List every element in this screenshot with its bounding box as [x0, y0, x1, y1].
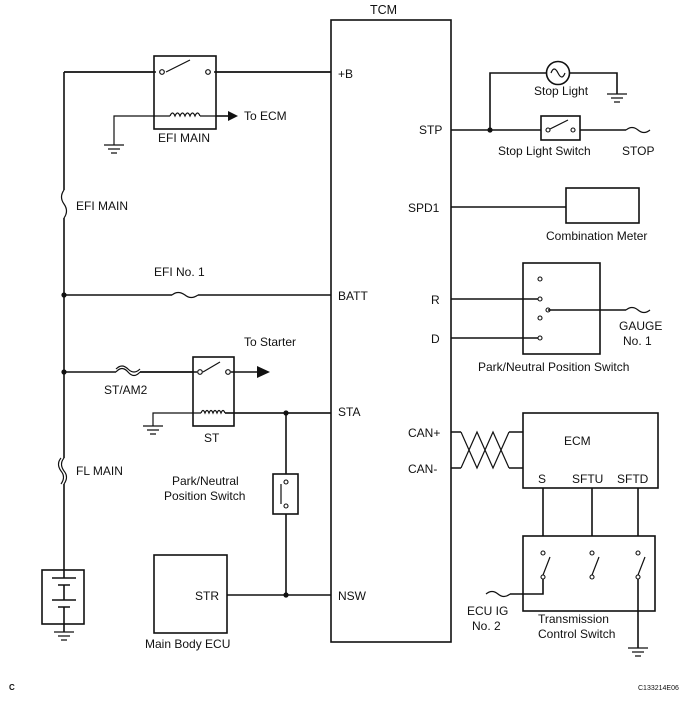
combination-meter-label: Combination Meter [546, 229, 647, 243]
stop-light-switch-label: Stop Light Switch [498, 144, 591, 158]
junction-dot [61, 369, 67, 375]
can-wire-ends [451, 431, 523, 469]
efi-main-coil-wire [113, 115, 216, 145]
ecm-pin-sftu: SFTU [572, 472, 603, 486]
efi-main-coil-symbol [169, 112, 201, 118]
to-ecm-arrow [228, 111, 238, 121]
stop-light-wire [489, 72, 618, 130]
tcs-label-1: Transmission [538, 612, 609, 626]
can-twisted-pair [460, 430, 510, 470]
st-coil-symbol [200, 409, 226, 415]
ecu-ig-label-1: ECU IG [467, 604, 508, 618]
to-starter-arrow [257, 366, 270, 378]
junction-dot [283, 592, 289, 598]
st-relay-switch [202, 361, 221, 373]
footer-letter: C [9, 683, 15, 692]
gauge-fuse-label-2: No. 1 [623, 334, 652, 348]
stop-light-filament [550, 68, 566, 78]
stop-light-label: Stop Light [534, 84, 589, 98]
stop-fuse-symbol [625, 126, 651, 134]
efi-main-relay-label: EFI MAIN [158, 131, 210, 145]
pnp-right-switch-box [522, 262, 601, 355]
efi-main-relay-switch [165, 59, 191, 73]
ecm-label: ECM [564, 434, 591, 448]
ecm-box [522, 412, 659, 489]
ecu-ig-label-2: No. 2 [472, 619, 501, 633]
efi-main-relay-box [153, 55, 217, 130]
ecm-pin-s: S [538, 472, 546, 486]
ground-symbol [607, 93, 627, 103]
left-wiring: EFI MAIN To ECM EFI MAIN EFI No. 1 ST/AM… [41, 55, 331, 651]
tcm-pin-r: R [431, 293, 440, 307]
tcm-pin-stp: STP [419, 123, 442, 137]
st-relay-label: ST [204, 431, 220, 445]
fl-main-fuse-symbol [57, 457, 68, 485]
tcs-internal-wires [510, 579, 639, 648]
gauge-fuse-symbol [625, 306, 651, 314]
tcs-label-2: Control Switch [538, 627, 615, 641]
junction-dot [61, 292, 67, 298]
efi-main-fuse-symbol [60, 189, 68, 219]
ecm-pin-sftd: SFTD [617, 472, 649, 486]
pnp-right-label: Park/Neutral Position Switch [478, 360, 629, 374]
efi-no1-fuse-symbol [171, 291, 199, 299]
ground-symbol [104, 144, 124, 154]
to-ecm-label: To ECM [244, 109, 287, 123]
ground-symbol [143, 425, 163, 435]
combination-meter-box [565, 187, 640, 224]
tcm-pin-can-plus: CAN+ [408, 426, 440, 440]
tcm-box [330, 19, 452, 643]
pnp-left-label-1: Park/Neutral [172, 474, 239, 488]
pnp-left-label-2: Position Switch [164, 489, 245, 503]
fl-main-fuse-label: FL MAIN [76, 464, 123, 478]
tcs-switch-contacts [542, 556, 646, 576]
stop-fuse-label: STOP [622, 144, 654, 158]
footer-code: C133214E06 [638, 685, 679, 692]
tcm-title: TCM [370, 3, 397, 17]
st-am2-fuse-label: ST/AM2 [104, 383, 148, 397]
main-body-ecu-label: Main Body ECU [145, 637, 230, 651]
st-relay-box [192, 356, 235, 427]
right-wiring: Stop Light Stop Light Switch STOP Combin… [451, 60, 662, 657]
to-starter-label: To Starter [244, 335, 296, 349]
ecu-ig-fuse-symbol [485, 590, 511, 598]
ground-symbol [54, 631, 74, 641]
tcm-pin-can-minus: CAN- [408, 462, 437, 476]
tcm-pin-plus-b: +B [338, 67, 353, 81]
battery-box [41, 569, 85, 625]
gauge-fuse-label-1: GAUGE [619, 319, 662, 333]
ground-symbol [628, 647, 648, 657]
st-coil-wire [152, 412, 331, 426]
r-d-wires [451, 298, 540, 339]
tcm-pin-nsw: NSW [338, 589, 367, 603]
main-body-ecu-box [153, 554, 228, 634]
tcs-box [522, 535, 656, 612]
tcm-pin-d: D [431, 332, 440, 346]
tcm-pin-spd1: SPD1 [408, 201, 440, 215]
tcm-block: TCM +B BATT STA NSW STP SPD1 R D CAN+ CA… [330, 3, 452, 643]
st-am2-fuse-symbol [115, 365, 141, 377]
efi-no1-fuse-label: EFI No. 1 [154, 265, 205, 279]
main-body-ecu-pin-str: STR [195, 589, 219, 603]
tcm-pin-sta: STA [338, 405, 360, 419]
stop-light-switch-contact [549, 119, 569, 130]
tcm-pin-batt: BATT [338, 289, 368, 303]
efi-main-fuse-label: EFI MAIN [76, 199, 128, 213]
